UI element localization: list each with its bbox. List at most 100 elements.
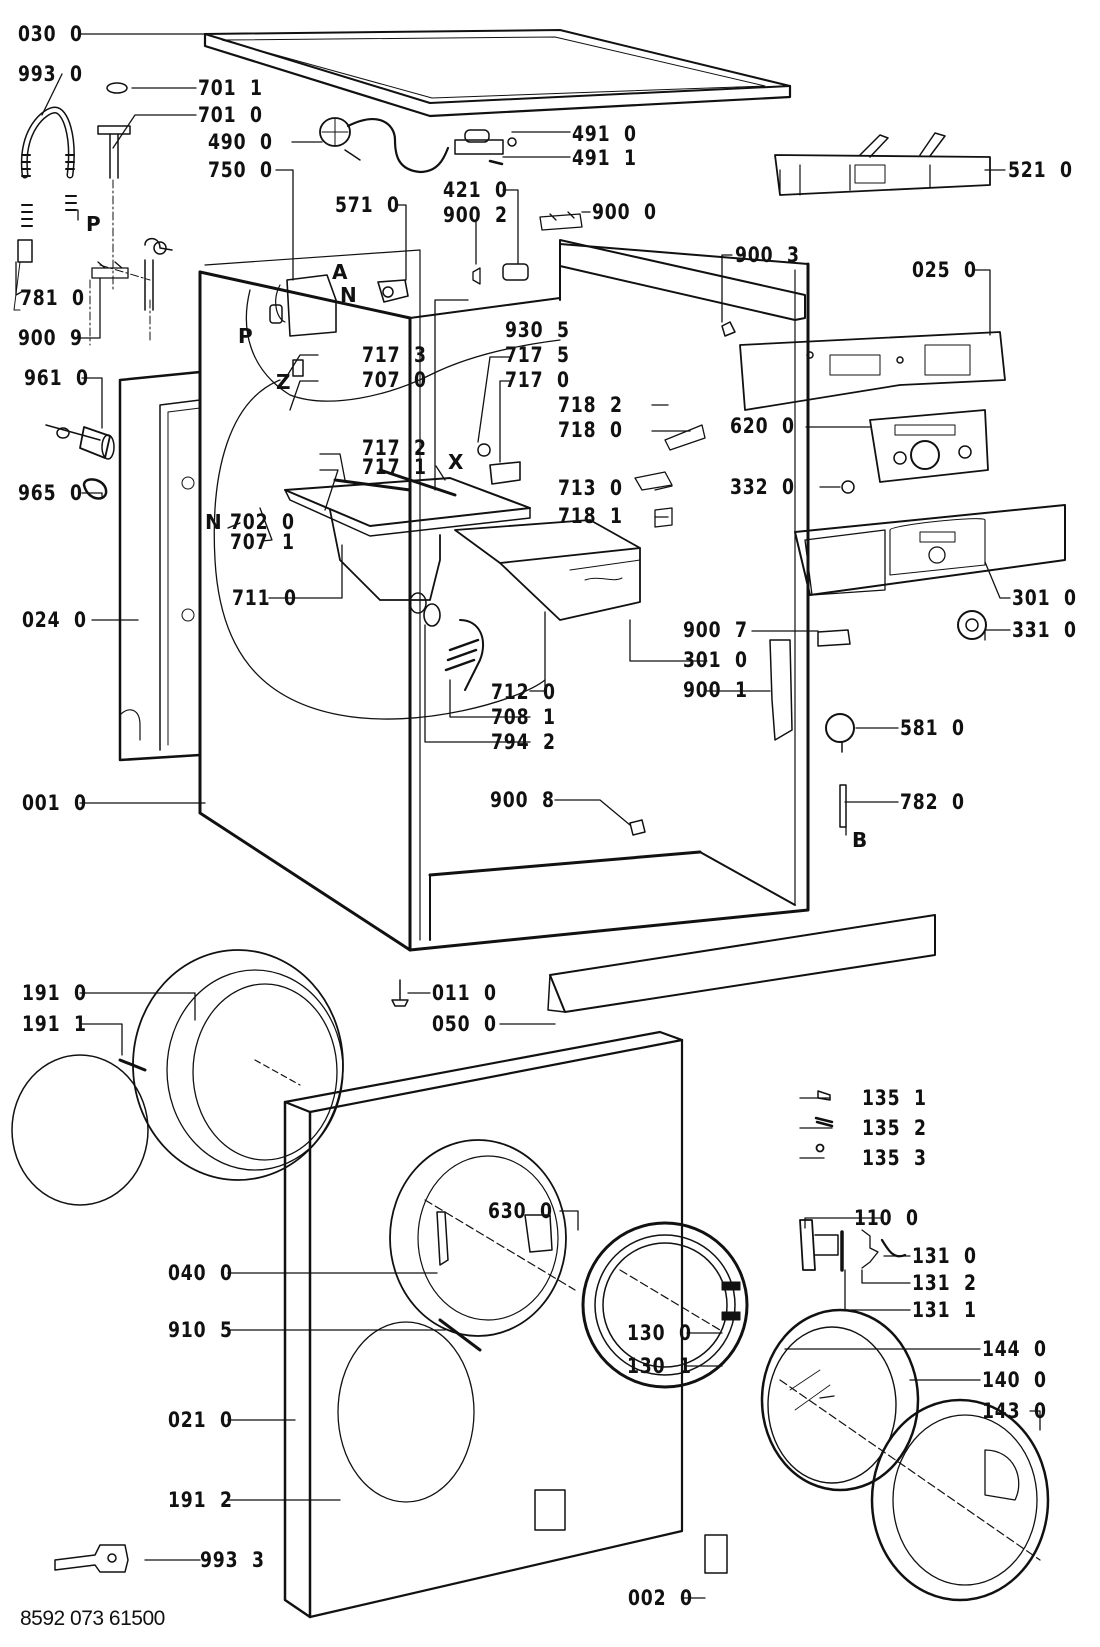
label-718-0: 718 0 <box>558 418 623 442</box>
label-024-0: 024 0 <box>22 608 87 632</box>
handle-110-part <box>799 1219 907 1272</box>
part-900-3 <box>721 321 736 337</box>
dispenser-711-part <box>284 468 531 614</box>
label-717-1: 717 1 <box>362 455 427 479</box>
valve-717-0 <box>489 461 521 485</box>
label-701-1: 701 1 <box>198 76 263 100</box>
label-910-5: 910 5 <box>168 1318 233 1342</box>
document-code: 8592 073 61500 <box>20 1607 165 1630</box>
hose-708-part <box>423 603 485 691</box>
label-491-0: 491 0 <box>572 122 637 146</box>
label-620-0: 620 0 <box>730 414 795 438</box>
label-140-0: 140 0 <box>982 1368 1047 1392</box>
marker-p-box: P <box>238 324 253 348</box>
display-board-620-part <box>869 409 989 483</box>
label-050-0: 050 0 <box>432 1012 497 1036</box>
door-frame-144-part <box>581 1221 749 1389</box>
part-717-5 <box>477 443 491 457</box>
module-521-part <box>774 132 991 196</box>
marker-x: X <box>448 450 464 474</box>
marker-a: A <box>332 260 348 284</box>
label-900-1: 900 1 <box>683 678 748 702</box>
label-782-0: 782 0 <box>900 790 965 814</box>
door-outer-143-part <box>779 1379 1050 1602</box>
label-144-0: 144 0 <box>982 1337 1047 1361</box>
label-131-0: 131 0 <box>912 1244 977 1268</box>
label-718-2: 718 2 <box>558 393 623 417</box>
label-900-2: 900 2 <box>443 203 508 227</box>
part-750-0 <box>269 274 337 377</box>
label-630-0: 630 0 <box>488 1199 553 1223</box>
label-001-0: 001 0 <box>22 791 87 815</box>
part-571-0 <box>377 279 409 303</box>
label-900-0: 900 0 <box>592 200 657 224</box>
drain-hose-part <box>13 106 77 311</box>
drawer-712-part <box>454 519 641 621</box>
part-421-0 <box>502 263 529 281</box>
label-708-1: 708 1 <box>491 705 556 729</box>
rear-panel-part <box>118 370 202 762</box>
label-900-7: 900 7 <box>683 618 748 642</box>
label-718-1: 718 1 <box>558 504 623 528</box>
label-930-5: 930 5 <box>505 318 570 342</box>
label-135-3: 135 3 <box>862 1146 927 1170</box>
label-712-0: 712 0 <box>491 680 556 704</box>
gasket-191-part <box>11 949 344 1206</box>
label-131-2: 131 2 <box>912 1271 977 1295</box>
marker-z: Z <box>276 370 291 394</box>
label-900-8: 900 8 <box>490 788 555 812</box>
part-900-1 <box>769 639 793 741</box>
marker-n-top: N <box>340 283 357 307</box>
label-002-0: 002 0 <box>628 1586 693 1610</box>
part-701-0 <box>97 125 131 179</box>
label-331-0: 331 0 <box>1012 618 1077 642</box>
knob-331-0 <box>957 610 987 640</box>
label-717-5: 717 5 <box>505 343 570 367</box>
label-717-0: 717 0 <box>505 368 570 392</box>
board-025-part <box>739 331 1006 411</box>
label-490-0: 490 0 <box>208 130 273 154</box>
label-707-1: 707 1 <box>230 530 295 554</box>
part-135-3 <box>815 1143 825 1153</box>
label-191-0: 191 0 <box>22 981 87 1005</box>
label-135-1: 135 1 <box>862 1086 927 1110</box>
label-332-0: 332 0 <box>730 475 795 499</box>
label-421-0: 421 0 <box>443 178 508 202</box>
part-135-2 <box>814 1116 834 1128</box>
kick-panel-050-part <box>547 914 936 1013</box>
label-143-0: 143 0 <box>982 1399 1047 1423</box>
label-707-0: 707 0 <box>362 368 427 392</box>
label-030-0: 030 0 <box>18 22 83 46</box>
filter-part-491 <box>454 129 517 155</box>
leader-lines <box>15 33 1041 1599</box>
part-701-1 <box>106 82 128 94</box>
part-965-0 <box>82 478 108 500</box>
front-panel-021-part <box>283 1030 684 1619</box>
label-011-0: 011 0 <box>432 981 497 1005</box>
part-713-0 <box>634 471 673 491</box>
label-717-2: 717 2 <box>362 436 427 460</box>
label-301-0-a: 301 0 <box>1012 586 1077 610</box>
part-900-7 <box>817 629 851 647</box>
label-961-0: 961 0 <box>24 366 89 390</box>
marker-n-side: N <box>205 510 222 534</box>
part-002-0 <box>704 1534 728 1574</box>
label-750-0: 750 0 <box>208 158 273 182</box>
label-110-0: 110 0 <box>854 1206 919 1230</box>
label-794-2: 794 2 <box>491 730 556 754</box>
label-581-0: 581 0 <box>900 716 965 740</box>
label-711-0: 711 0 <box>232 586 297 610</box>
label-900-9: 900 9 <box>18 326 83 350</box>
label-130-0: 130 0 <box>627 1321 692 1345</box>
label-130-1: 130 1 <box>627 1354 692 1378</box>
label-301-0-b: 301 0 <box>683 648 748 672</box>
label-191-2: 191 2 <box>168 1488 233 1512</box>
label-717-3: 717 3 <box>362 343 427 367</box>
label-135-2: 135 2 <box>862 1116 927 1140</box>
label-993-0: 993 0 <box>18 62 83 86</box>
part-782-0 <box>839 784 847 828</box>
label-521-0: 521 0 <box>1008 158 1073 182</box>
label-025-0: 025 0 <box>912 258 977 282</box>
